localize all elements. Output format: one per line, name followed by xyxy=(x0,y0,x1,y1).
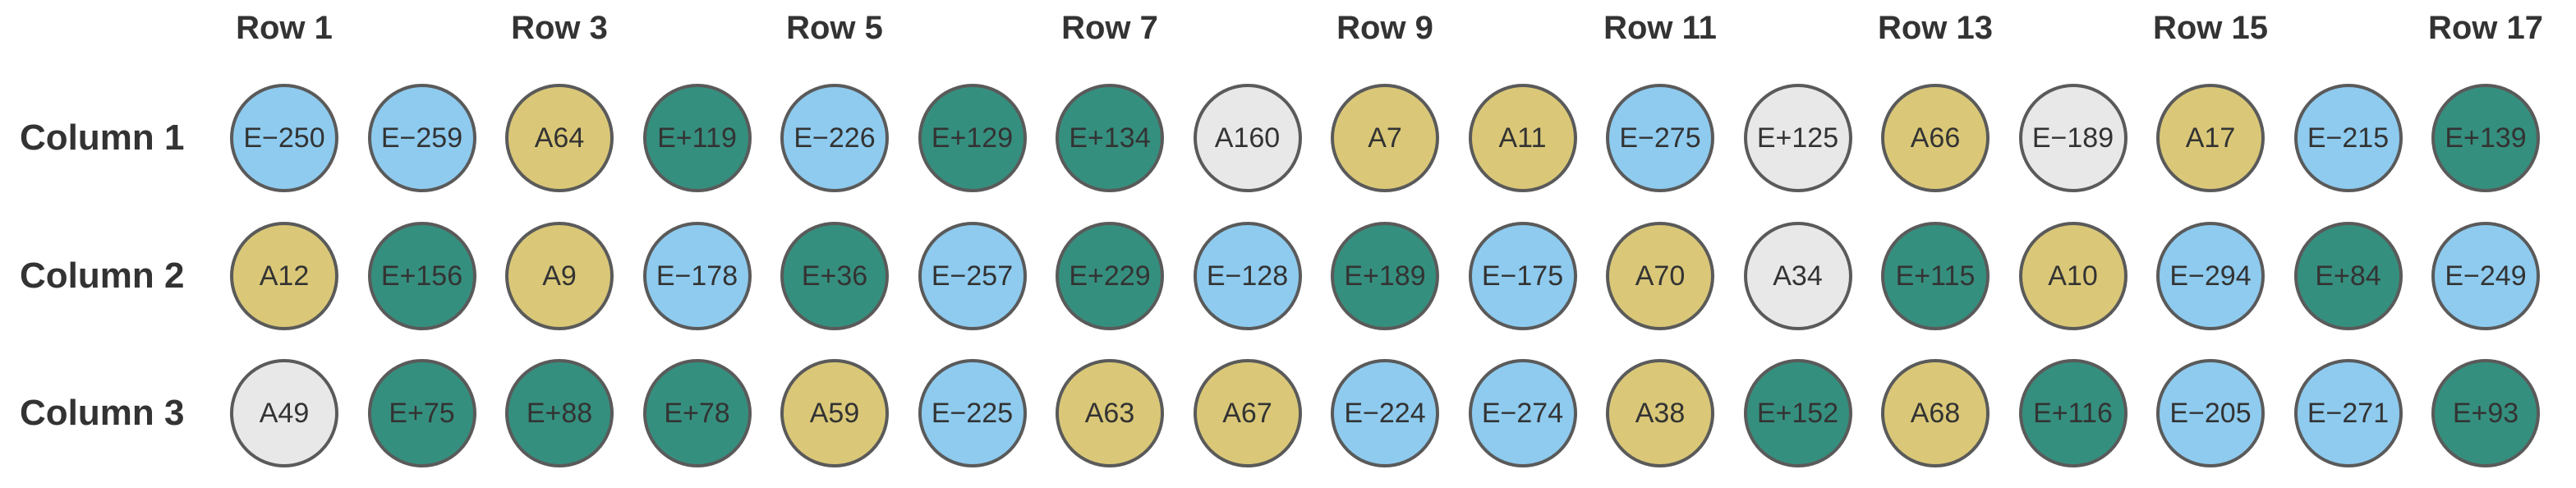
well-circle[interactable]: E+139 xyxy=(2431,84,2540,192)
row-header-label: Row 7 xyxy=(1061,10,1158,46)
well-circle[interactable]: E+125 xyxy=(1743,84,1852,192)
column-label: Column 2 xyxy=(20,256,185,296)
well-circle[interactable]: E+115 xyxy=(1881,222,1990,330)
well-circle[interactable]: A66 xyxy=(1881,84,1990,192)
row-header-label: Row 17 xyxy=(2427,10,2544,46)
well-circle[interactable]: E−275 xyxy=(1606,84,1714,192)
well-circle[interactable]: A64 xyxy=(505,84,614,192)
well-circle[interactable]: E+119 xyxy=(642,84,752,192)
well-circle[interactable]: E+189 xyxy=(1331,222,1439,330)
well-circle[interactable]: A70 xyxy=(1606,222,1714,330)
well-circle[interactable]: E+229 xyxy=(1056,222,1164,330)
well-circle[interactable]: E−175 xyxy=(1468,222,1577,330)
well-circle[interactable]: E−215 xyxy=(2293,84,2403,192)
well-circle[interactable]: E+129 xyxy=(918,84,1027,192)
row-header-label: Row 11 xyxy=(1603,10,1717,46)
well-circle[interactable]: A67 xyxy=(1193,359,1302,467)
row-header-label: Row 1 xyxy=(236,10,333,46)
row-header-label: Row 9 xyxy=(1336,10,1433,46)
well-circle[interactable]: E−224 xyxy=(1331,359,1439,467)
well-circle[interactable]: A9 xyxy=(505,222,614,330)
well-circle[interactable]: E+84 xyxy=(2293,222,2403,330)
row-header-label: Row 13 xyxy=(1877,10,1994,46)
column-label: Column 1 xyxy=(20,117,185,158)
well-circle[interactable]: A68 xyxy=(1881,359,1990,467)
well-circle[interactable]: E+88 xyxy=(505,359,614,467)
well-circle[interactable]: A10 xyxy=(2018,222,2128,330)
well-circle[interactable]: E−226 xyxy=(780,84,889,192)
well-circle[interactable]: A59 xyxy=(780,359,889,467)
well-circle[interactable]: E−294 xyxy=(2156,222,2265,330)
well-circle[interactable]: A63 xyxy=(1056,359,1164,467)
well-circle[interactable]: E−259 xyxy=(367,84,476,192)
well-circle[interactable]: E−178 xyxy=(642,222,752,330)
well-circle[interactable]: E+156 xyxy=(367,222,476,330)
well-circle[interactable]: A34 xyxy=(1743,222,1852,330)
well-circle[interactable]: A49 xyxy=(230,359,338,467)
well-circle[interactable]: E+152 xyxy=(1743,359,1852,467)
well-circle[interactable]: A160 xyxy=(1193,84,1302,192)
well-circle[interactable]: E−257 xyxy=(918,222,1027,330)
well-circle[interactable]: A7 xyxy=(1331,84,1439,192)
well-circle[interactable]: A11 xyxy=(1468,84,1577,192)
well-circle[interactable]: E+36 xyxy=(780,222,889,330)
row-header-label: Row 3 xyxy=(511,10,608,46)
row-header-label: Row 15 xyxy=(2152,10,2269,46)
well-circle[interactable]: E+93 xyxy=(2431,359,2540,467)
row-header-label: Row 5 xyxy=(786,10,883,46)
well-circle[interactable]: E+134 xyxy=(1056,84,1164,192)
well-circle[interactable]: E+116 xyxy=(2018,359,2128,467)
well-circle[interactable]: E−189 xyxy=(2018,84,2128,192)
well-circle[interactable]: A12 xyxy=(230,222,338,330)
well-circle[interactable]: A38 xyxy=(1606,359,1714,467)
column-label: Column 3 xyxy=(20,393,185,433)
well-circle[interactable]: E−271 xyxy=(2293,359,2403,467)
well-circle[interactable]: A17 xyxy=(2156,84,2265,192)
well-circle[interactable]: E−205 xyxy=(2156,359,2265,467)
well-circle[interactable]: E−128 xyxy=(1193,222,1302,330)
well-circle[interactable]: E−249 xyxy=(2431,222,2540,330)
well-circle[interactable]: E+78 xyxy=(642,359,752,467)
well-circle[interactable]: E−274 xyxy=(1468,359,1577,467)
well-circle[interactable]: E+75 xyxy=(367,359,476,467)
well-circle[interactable]: E−225 xyxy=(918,359,1027,467)
well-circle[interactable]: E−250 xyxy=(230,84,338,192)
